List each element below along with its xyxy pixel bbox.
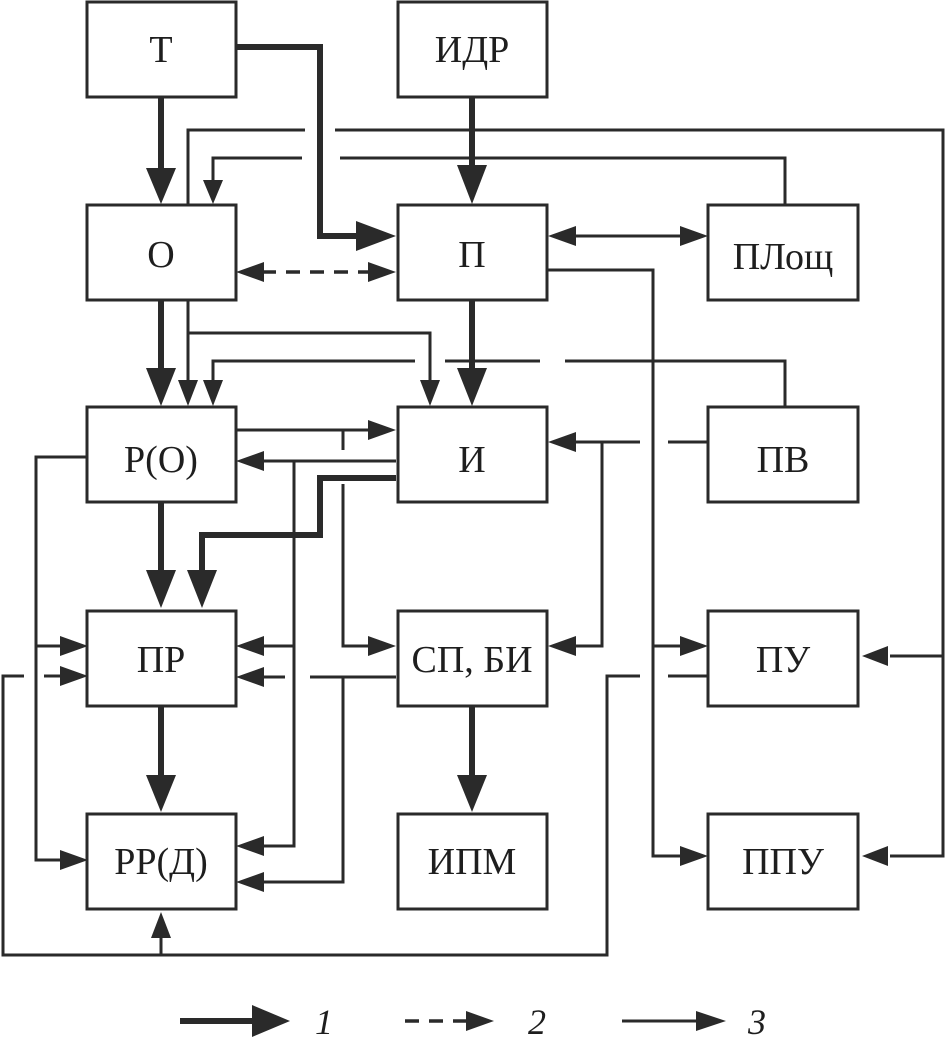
block-pu: ПУ <box>706 609 860 708</box>
arrowhead-pr-to-rrd <box>146 775 176 812</box>
legend-dashed-arrowhead <box>466 1011 494 1031</box>
block-ipm-label: ИПМ <box>428 841 517 883</box>
block-spbi-label: СП, БИ <box>411 639 532 681</box>
arrowhead-pu-to-rrd <box>151 912 171 938</box>
arrowhead-i-to-ro <box>236 451 264 471</box>
line-i-to-rrd <box>262 461 296 848</box>
arrowhead-spbi-to-pr <box>236 667 264 687</box>
arrowhead-p-side <box>548 226 576 246</box>
legend-thin-arrowhead <box>696 1011 726 1031</box>
block-pu-label: ПУ <box>756 639 810 681</box>
arrowhead-dashed-left <box>236 262 264 282</box>
legend-item-thick: 1 <box>180 1002 333 1042</box>
block-ppu: ППУ <box>706 812 860 911</box>
arrowhead-plosch-to-o <box>203 180 223 204</box>
block-rrd: РР(Д) <box>85 812 238 911</box>
connector-lines <box>1 44 945 957</box>
line-i-to-pr-thick <box>199 475 396 575</box>
block-pv: ПВ <box>706 405 860 504</box>
arrowhead-dashed-right <box>368 262 396 282</box>
legend-label-3: 3 <box>747 1002 766 1042</box>
arrowhead-o-to-ro <box>146 368 176 406</box>
line-pv-to-ro <box>211 359 415 385</box>
block-o: О <box>85 203 238 302</box>
arrowhead-to-pu-left <box>680 636 708 656</box>
arrowhead-idr-to-p <box>457 165 487 204</box>
block-i-label: И <box>458 439 485 481</box>
arrowhead-pv-to-i <box>548 432 576 452</box>
arrowhead-i-to-spbi <box>368 636 396 656</box>
line-plosch-top <box>340 156 787 204</box>
line-ro-to-rrd <box>34 455 88 862</box>
arrowhead-pv-to-spbi <box>548 636 576 656</box>
line-pv-to-spbi <box>574 442 604 648</box>
arrowhead-to-ppu-right <box>862 846 888 866</box>
legend-thick-arrowhead <box>252 1005 290 1037</box>
arrowhead-i-to-rrd <box>236 836 264 856</box>
block-rrd-label: РР(Д) <box>114 841 208 883</box>
line-t-to-p <box>237 44 360 239</box>
line-p-to-ppu <box>548 268 688 858</box>
arrowhead-ro-to-rrd <box>60 850 88 870</box>
block-ro-label: Р(О) <box>124 439 198 481</box>
block-o-label: О <box>147 234 174 276</box>
arrowhead-ro-to-pr-thin <box>60 636 88 656</box>
arrowhead-pv-to-ro <box>203 380 223 406</box>
block-pr: ПР <box>85 609 238 708</box>
line-pu-loop <box>1 674 640 957</box>
arrowhead-spbi-to-ipm <box>457 775 487 812</box>
block-plosch: ПЛощ <box>706 203 860 302</box>
arrowhead-i-to-pr-thick <box>187 570 217 608</box>
line-plosch-to-o <box>211 156 302 185</box>
block-idr-label: ИДР <box>435 29 510 71</box>
arrowhead-o-to-i <box>420 380 440 406</box>
line-o-to-i <box>188 331 432 385</box>
arrowhead-t-to-p <box>356 221 396 251</box>
legend-item-dashed: 2 <box>405 1002 546 1042</box>
legend-item-thin: 3 <box>622 1002 766 1042</box>
arrowhead-ro-to-i <box>368 420 396 440</box>
block-p: П <box>396 203 549 302</box>
block-spbi: СП, БИ <box>396 609 549 708</box>
arrowhead-t-to-o <box>146 168 176 204</box>
block-t-label: Т <box>149 29 172 71</box>
arrowhead-to-ppu-left <box>680 846 708 866</box>
block-pr-label: ПР <box>137 639 186 681</box>
line-top-to-ppu <box>335 128 945 858</box>
arrowhead-ro-to-pr <box>146 570 176 608</box>
block-pv-label: ПВ <box>757 439 810 481</box>
arrowhead-i-to-pr <box>236 636 264 656</box>
block-ipm: ИПМ <box>396 812 549 911</box>
line-o-top-out <box>186 128 305 204</box>
block-t: Т <box>85 0 238 99</box>
line-i-to-spbi <box>341 484 372 648</box>
arrowhead-o-to-ro-thin <box>178 380 198 406</box>
arrowhead-pu-to-pr <box>60 666 88 686</box>
arrowhead-plosch-side <box>680 226 708 246</box>
block-ro: Р(О) <box>85 405 238 504</box>
block-i: И <box>396 405 549 504</box>
block-plosch-label: ПЛощ <box>733 236 834 278</box>
legend: 1 2 3 <box>180 1002 766 1042</box>
arrowhead-p-to-i <box>457 368 487 406</box>
arrowhead-spbi-to-rrd <box>236 872 264 892</box>
legend-label-2: 2 <box>528 1002 546 1042</box>
legend-label-1: 1 <box>315 1002 333 1042</box>
line-spbi-to-rrd <box>262 677 345 884</box>
line-pv-top <box>565 359 787 406</box>
block-ppu-label: ППУ <box>742 841 824 883</box>
block-p-label: П <box>458 234 485 276</box>
block-idr: ИДР <box>396 0 549 99</box>
arrowhead-to-pu-right <box>862 646 888 666</box>
